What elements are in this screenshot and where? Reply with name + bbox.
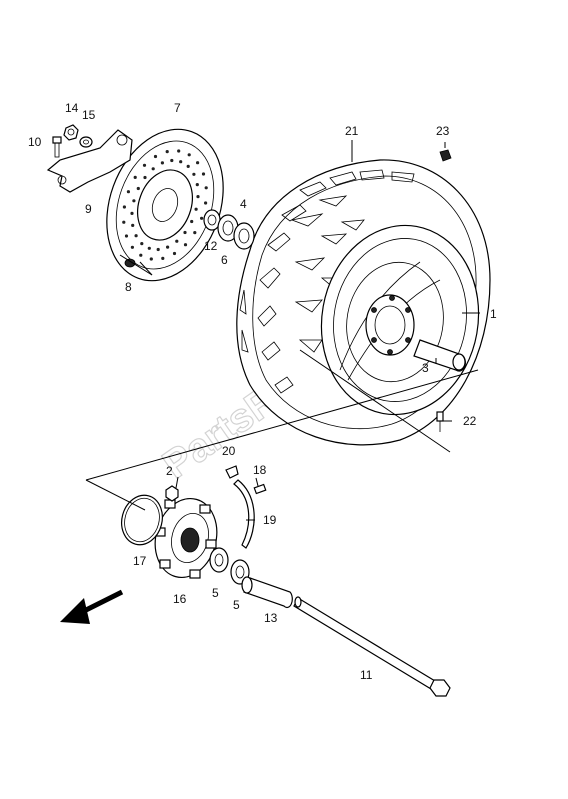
callout-18: 18: [253, 463, 267, 477]
disc-hole: [160, 161, 164, 165]
disc-hole: [140, 242, 144, 246]
disc-hole: [122, 220, 126, 224]
disc-hole: [196, 161, 200, 165]
callout-6: 6: [221, 253, 228, 267]
disc-hole: [200, 216, 204, 220]
callout-13: 13: [264, 611, 278, 625]
o-ring-17: [121, 494, 163, 546]
callout-4: 4: [240, 197, 247, 211]
brake-disc: [106, 128, 224, 282]
sprocket-hub: [154, 497, 218, 579]
valve-cap-23: [439, 149, 452, 162]
callout-22: 22: [463, 414, 477, 428]
callout-11: 11: [360, 668, 373, 682]
nut-2: [165, 485, 179, 502]
direction-arrow-icon: [60, 589, 124, 624]
disc-hole: [131, 223, 135, 227]
disc-hole: [187, 153, 191, 157]
callout-9: 9: [85, 202, 92, 216]
callout-3: 3: [422, 361, 429, 375]
disc-hole: [172, 251, 177, 256]
disc-hole: [161, 256, 165, 260]
disc-hole: [183, 230, 187, 235]
bolt-18: [253, 483, 267, 495]
disc-hole: [166, 245, 170, 249]
callout-15: 15: [82, 108, 96, 122]
callout-8: 8: [125, 280, 132, 294]
nut-14: [63, 124, 79, 141]
callout-1: 1: [490, 307, 497, 321]
callout-20: 20: [222, 444, 236, 458]
disc-hole: [122, 205, 126, 209]
disc-hole: [130, 245, 134, 249]
callout-2: 2: [166, 464, 173, 478]
disc-hole: [142, 163, 147, 167]
disc-hole: [147, 246, 151, 250]
clip-20: [225, 465, 239, 479]
disc-hole: [204, 186, 208, 190]
strap-19: [233, 479, 255, 549]
callout-16: 16: [173, 592, 187, 606]
caliper-bracket: [46, 129, 133, 193]
spacer-3: [413, 339, 466, 372]
callout-12: 12: [204, 239, 218, 253]
bearing-5a: [209, 547, 229, 573]
callout-5a: 5: [212, 586, 219, 600]
disc-hole: [175, 239, 179, 243]
disc-hole: [201, 172, 206, 176]
disc-hole: [192, 172, 196, 176]
disc-hole: [124, 234, 129, 238]
disc-hole: [139, 253, 143, 257]
callout-5b: 5: [233, 598, 240, 612]
valve-22: [436, 411, 444, 432]
disc-hole: [194, 207, 198, 211]
disc-hole: [136, 186, 140, 191]
disc-hole: [196, 195, 200, 199]
disc-hole: [132, 199, 136, 203]
callout-17: 17: [133, 554, 147, 568]
disc-hole: [179, 160, 183, 164]
callout-7: 7: [174, 101, 181, 115]
disc-hole: [193, 231, 197, 235]
axle-11: [293, 596, 451, 697]
bolt-8: [124, 258, 136, 268]
disc-hole: [143, 175, 147, 180]
disc-hole: [153, 154, 158, 159]
disc-hole: [190, 219, 194, 224]
disc-hole: [149, 257, 153, 261]
disc-hole: [130, 211, 134, 215]
callout-21: 21: [345, 124, 359, 138]
seal-4: [233, 222, 255, 250]
washer-15: [79, 136, 93, 148]
disc-hole: [151, 167, 155, 171]
spacer-13: [241, 576, 293, 609]
callout-14: 14: [65, 101, 79, 115]
disc-hole: [170, 158, 174, 163]
tire: [236, 159, 491, 446]
disc-hole: [134, 234, 138, 238]
disc-hole: [204, 201, 208, 205]
callout-labels: 1 2 3 4 5 5 6 7 8 9 10 11 12 13 14 15 16…: [28, 101, 497, 682]
disc-hole: [165, 150, 169, 154]
callout-23: 23: [436, 124, 450, 138]
bolt-10: [52, 136, 62, 158]
disc-hole: [177, 149, 181, 153]
disc-hole: [133, 175, 137, 179]
leader-lines: [85, 140, 480, 521]
callout-10: 10: [28, 135, 42, 149]
disc-hole: [156, 247, 160, 252]
disc-hole: [183, 243, 188, 247]
disc-hole: [195, 183, 199, 187]
callout-19: 19: [263, 513, 277, 527]
disc-hole: [126, 190, 130, 194]
disc-hole: [186, 164, 190, 168]
